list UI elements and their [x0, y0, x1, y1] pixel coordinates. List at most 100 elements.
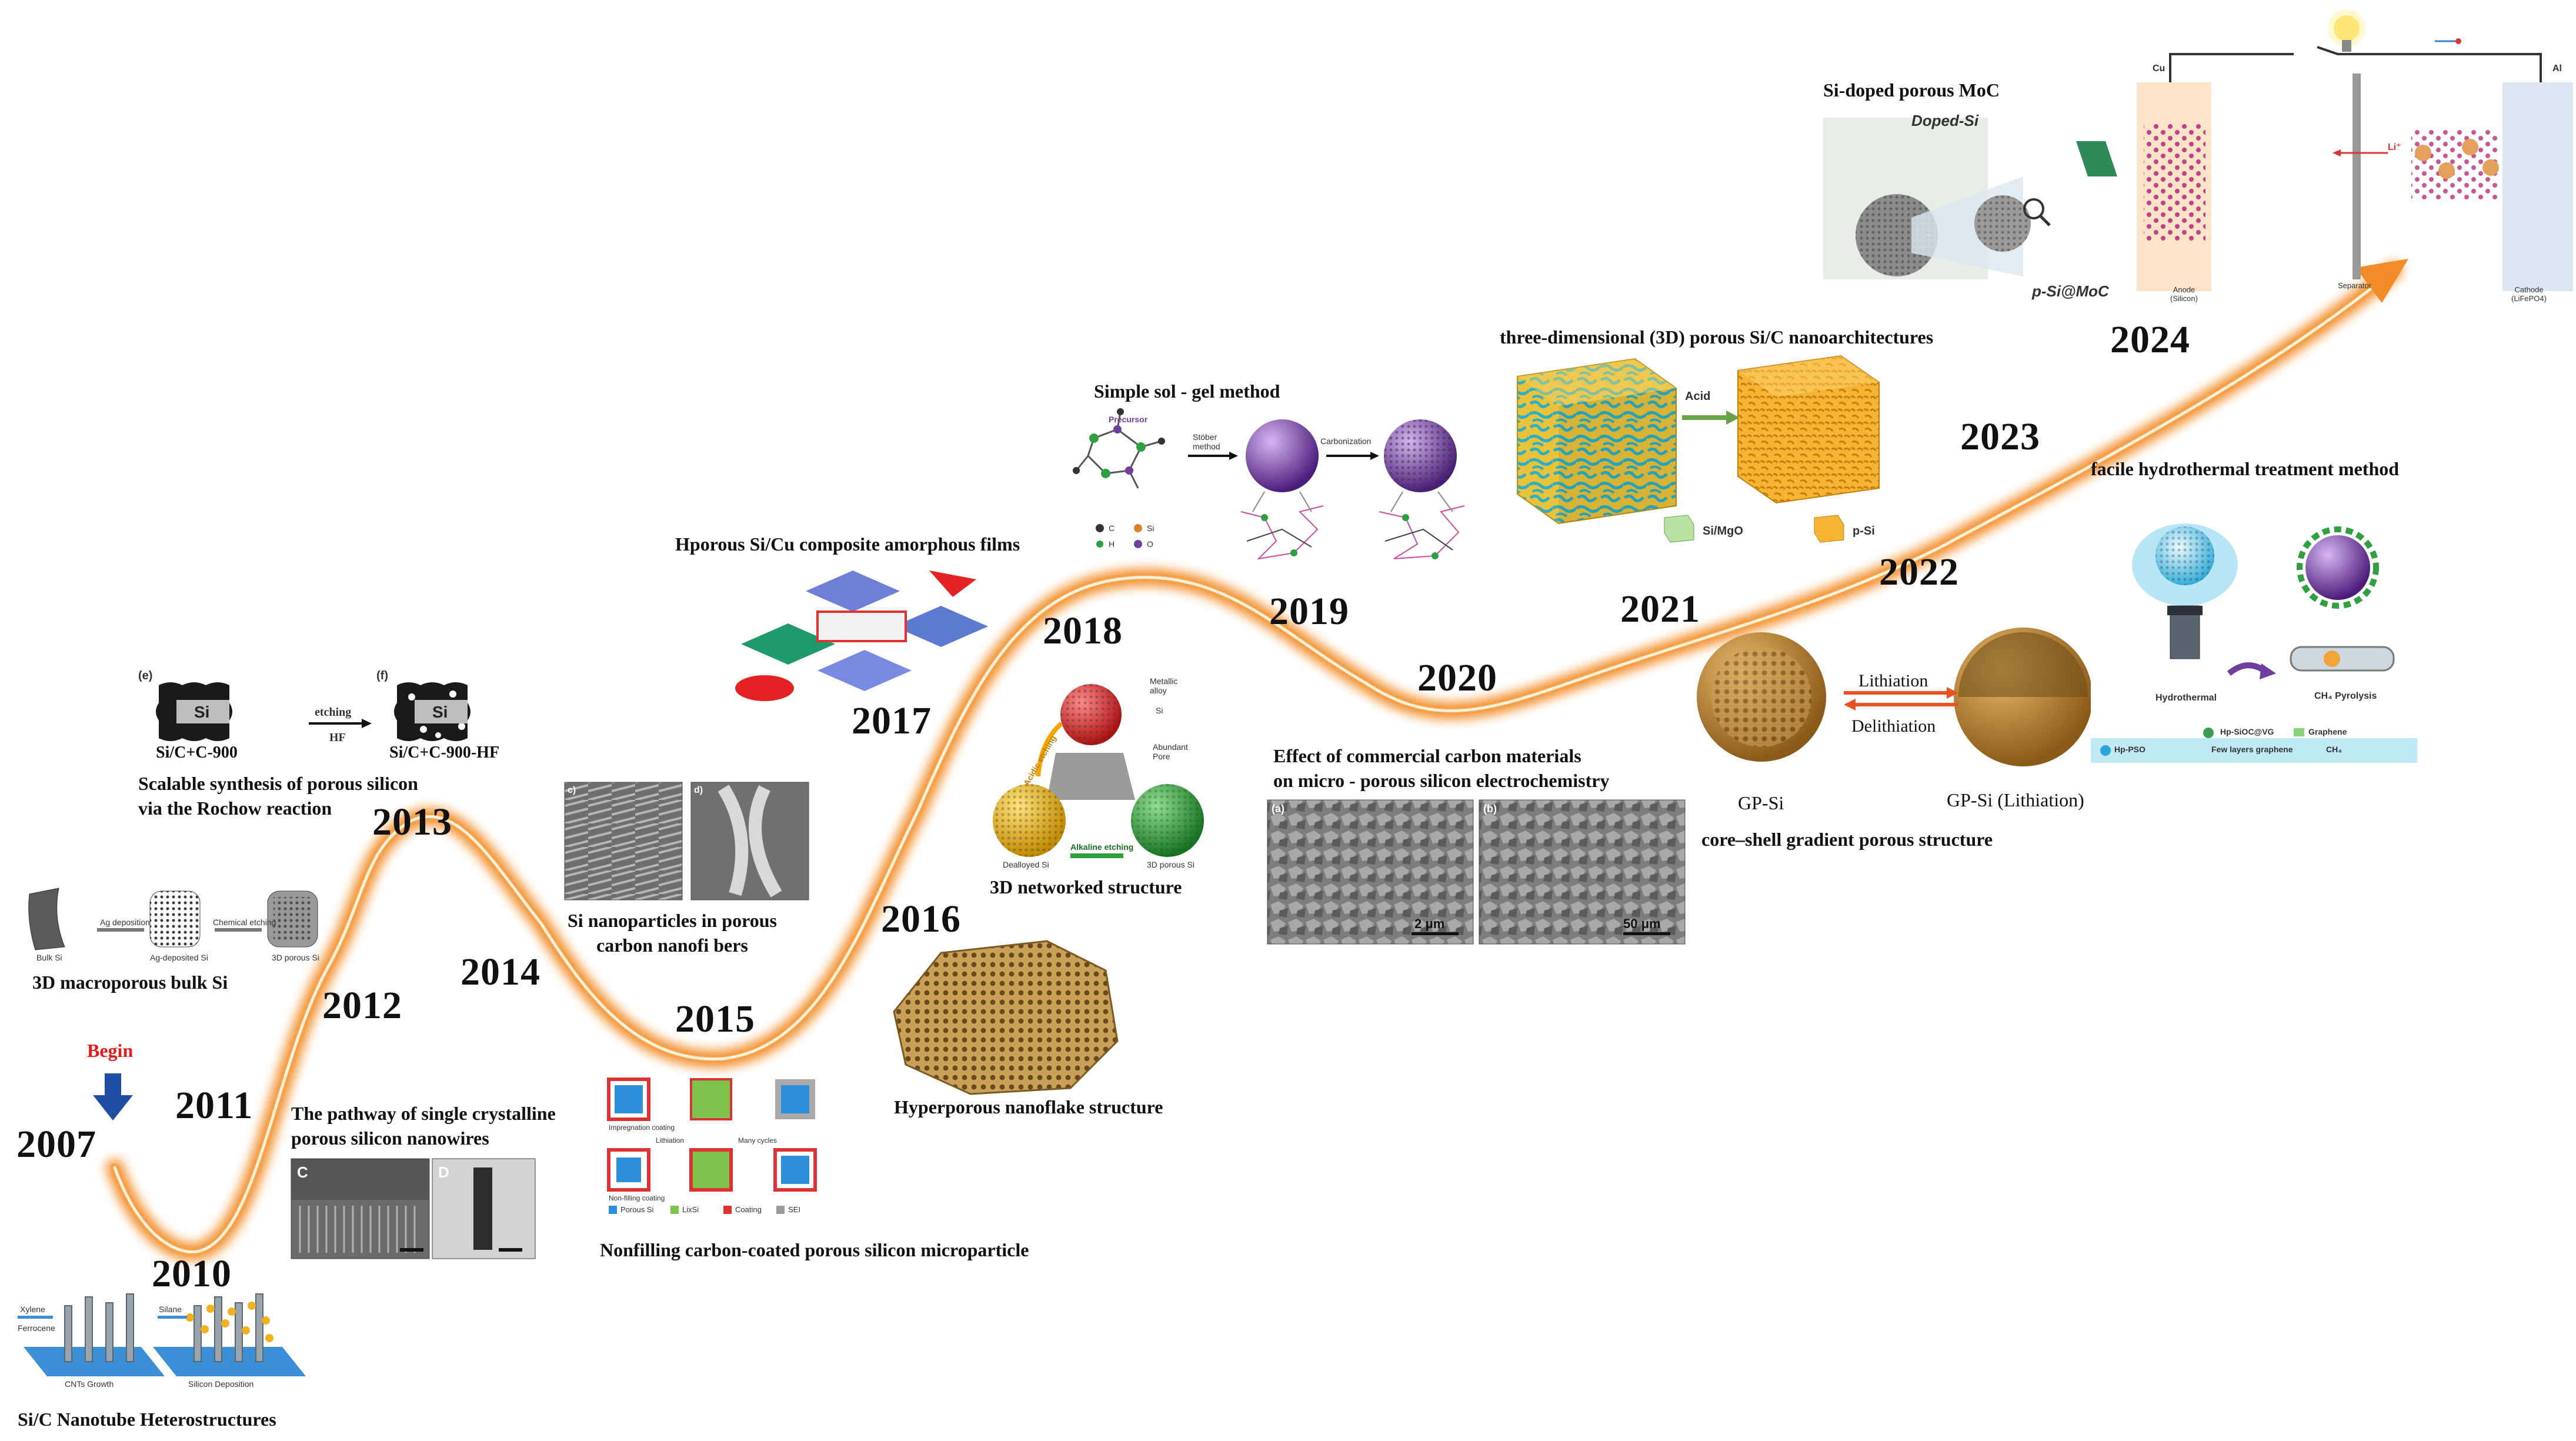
label-ch4-pyrolysis: CH₄ Pyrolysis — [2314, 691, 2377, 701]
legend-si: Si — [1147, 523, 1154, 533]
label-si-deposition: Silicon Deposition — [188, 1379, 254, 1389]
timeline-path — [106, 262, 2403, 1261]
label-stober: Stöber method — [1193, 432, 1220, 451]
caption-2011: The pathway of single crystalline porous… — [291, 1103, 556, 1149]
caption-2020: Effect of commercial carbon materials on… — [1273, 745, 1610, 791]
label-bulk-si: Bulk Si — [36, 953, 62, 962]
legend-lixsi: LixSi — [682, 1205, 699, 1214]
legend-c: C — [1109, 523, 1115, 533]
legend-h: H — [1109, 539, 1115, 549]
label-sem-b: (b) — [1483, 803, 1497, 815]
year-2012: 2012 — [322, 984, 402, 1027]
year-2011: 2011 — [175, 1084, 253, 1127]
label-f: (f) — [376, 669, 388, 682]
legend-coating: Coating — [735, 1205, 762, 1214]
figure-2022-coreshell — [1697, 628, 2093, 766]
caption-2010: Si/C Nanotube Heterostructures — [18, 1409, 276, 1430]
caption-2014: Si nanoparticles in porous carbon nanofi… — [568, 910, 777, 956]
label-cathode: Cathode (LiFePO4) — [2511, 285, 2547, 303]
label-gp-si-lith: GP-Si (Lithiation) — [1947, 789, 2084, 810]
caption-2016: Hyperporous nanoflake structure — [894, 1096, 1163, 1118]
label-dealloyed-si: Dealloyed Si — [1003, 860, 1049, 869]
begin-label: Begin — [87, 1040, 134, 1061]
label-ag-deposition: Ag deposition — [100, 918, 150, 927]
figure-2020-sem — [1267, 799, 1686, 945]
label-xylene: Xylene — [20, 1305, 45, 1314]
label-few-layers: Few layers graphene — [2211, 745, 2293, 754]
label-panel-d-small: d) — [694, 785, 703, 795]
caption-2015: Nonfilling carbon-coated porous silicon … — [600, 1239, 1029, 1260]
label-si-2018: Si — [1156, 706, 1163, 715]
caption-2024: Si-doped porous MoC — [1823, 79, 2000, 101]
label-ag-deposited: Ag-deposited Si — [150, 953, 208, 962]
label-3d-porous-si: 3D porous Si — [1147, 860, 1194, 869]
year-2007: 2007 — [16, 1123, 96, 1166]
label-sem-a: (a) — [1272, 803, 1284, 815]
label-e: (e) — [138, 669, 153, 682]
label-many-cycles: Many cycles — [738, 1136, 778, 1145]
label-etching: etching — [315, 706, 352, 719]
label-gp-si: GP-Si — [1738, 792, 1784, 813]
label-abundant-pore: Abundant Pore — [1153, 742, 1188, 761]
year-2022: 2022 — [1879, 551, 1959, 593]
label-scale-50um: 50 μm — [1623, 916, 1661, 931]
legend-porous-si: Porous Si — [620, 1205, 654, 1214]
label-p-si: p-Si — [1853, 525, 1875, 538]
label-si-left: Si — [194, 703, 210, 721]
label-li-plus: Li⁺ — [2388, 142, 2401, 152]
label-precursor: Precursor — [1109, 415, 1148, 424]
caption-2017: Hporous Si/Cu composite amorphous films — [675, 533, 1020, 555]
label-acid: Acid — [1685, 390, 1711, 403]
label-panel-c-small: c) — [568, 785, 576, 795]
figure-2011-nanowires — [291, 1158, 536, 1259]
figure-2023-hydrothermal — [2091, 506, 2417, 765]
label-silane: Silane — [159, 1305, 182, 1314]
year-2020: 2020 — [1417, 656, 1497, 699]
caption-2018: 3D networked structure — [990, 876, 1182, 898]
label-alkaline: Alkaline etching — [1070, 842, 1134, 852]
label-cnts-growth: CNTs Growth — [65, 1379, 114, 1389]
label-chem-etch: Chemical etching — [213, 918, 276, 927]
figure-2021-cubes — [1517, 355, 1880, 543]
label-p-si-moc: p-Si@MoC — [2032, 282, 2109, 300]
year-2010: 2010 — [152, 1252, 232, 1295]
label-impregnation: Impregnation coating — [609, 1123, 675, 1132]
label-anode: Anode (Silicon) — [2170, 285, 2198, 303]
figure-2018-networked — [993, 684, 1204, 858]
label-si-right: Si — [432, 703, 448, 721]
label-al: Al — [2552, 64, 2562, 74]
figure-2012-bulk-si — [28, 888, 318, 950]
label-scale-2um: 2 μm — [1414, 916, 1445, 931]
year-2014: 2014 — [461, 950, 540, 993]
year-2018: 2018 — [1043, 609, 1123, 652]
label-metallic-alloy: Metallic alloy — [1150, 676, 1178, 695]
label-hp-pso: Hp-PSO — [2114, 745, 2145, 754]
label-lithiation: Lithiation — [656, 1136, 685, 1145]
caption-2013: Scalable synthesis of porous silicon via… — [138, 773, 418, 819]
label-cu: Cu — [2153, 64, 2165, 74]
legend-o: O — [1147, 539, 1153, 549]
figure-2010-nanotubes — [18, 1293, 306, 1376]
label-doped-si: Doped-Si — [1911, 112, 1979, 129]
label-graphene: Graphene — [2308, 727, 2347, 736]
label-ch4: CH₄ — [2326, 745, 2342, 754]
label-carbonization: Carbonization — [1320, 436, 1372, 446]
label-ferrocene: Ferrocene — [18, 1323, 55, 1333]
label-panel-c: C — [297, 1163, 308, 1181]
figure-2016-nanoflake — [893, 940, 1119, 1095]
label-3d-porous: 3D porous Si — [272, 953, 319, 962]
year-2013: 2013 — [372, 800, 452, 843]
figure-2013-rochow — [156, 682, 471, 741]
label-hp-sioc: Hp-SiOC@VG — [2220, 727, 2274, 736]
year-2015: 2015 — [675, 998, 755, 1040]
begin-arrow-icon — [93, 1073, 133, 1120]
figure-2024-moc-battery — [1823, 9, 2573, 291]
label-panel-d: D — [438, 1163, 449, 1181]
figure-2017-sicu-films — [735, 571, 988, 701]
caption-2021: three-dimensional (3D) porous Si/C nanoa… — [1500, 326, 1934, 348]
label-nonfilling: Non-filling coating — [609, 1194, 665, 1202]
label-delithiation-arrow: Delithiation — [1851, 716, 1936, 736]
legend-sei: SEI — [788, 1205, 800, 1214]
